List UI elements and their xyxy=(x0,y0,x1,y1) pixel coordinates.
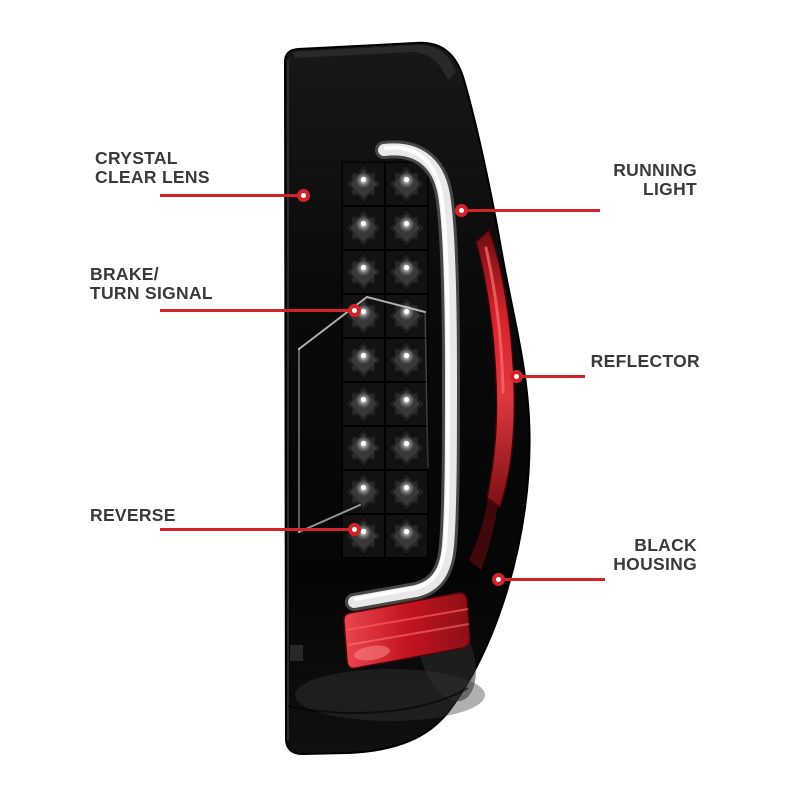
housing-top-highlight xyxy=(292,44,456,80)
callout-label-running-light: RUNNING LIGHT xyxy=(613,161,697,199)
callout-line xyxy=(160,309,350,312)
callout-dot xyxy=(297,189,310,202)
callout-dot xyxy=(492,573,505,586)
clear-lens-reflections xyxy=(298,295,429,533)
callout-line xyxy=(521,375,585,378)
callout-text: HOUSING xyxy=(613,554,697,574)
callout-text: REVERSE xyxy=(90,505,176,525)
callout-line xyxy=(503,578,605,581)
led-grid xyxy=(341,161,429,559)
callout-text: BRAKE/ xyxy=(90,264,159,284)
callout-dot xyxy=(348,523,361,536)
led-tube xyxy=(345,140,461,611)
side-reflector xyxy=(469,228,516,570)
callout-label-black-housing: BLACK HOUSING xyxy=(613,536,697,574)
callout-line xyxy=(160,194,300,197)
callout-label-reverse: REVERSE xyxy=(90,506,176,525)
callout-text: BLACK xyxy=(634,535,697,555)
callout-label-brake-turn-signal: BRAKE/ TURN SIGNAL xyxy=(90,265,213,303)
callout-text: TURN SIGNAL xyxy=(90,283,213,303)
housing-seam xyxy=(287,687,469,714)
callout-line xyxy=(466,209,600,212)
callout-dot xyxy=(455,204,468,217)
callout-text: REFLECTOR xyxy=(590,351,700,371)
callout-label-crystal-clear-lens: CRYSTAL CLEAR LENS xyxy=(95,149,210,187)
callout-text: RUNNING xyxy=(613,160,697,180)
housing-tab xyxy=(290,645,303,661)
callout-dot xyxy=(510,370,523,383)
callout-text: CLEAR LENS xyxy=(95,167,210,187)
bottom-reflector xyxy=(343,592,471,670)
callout-dot xyxy=(348,304,361,317)
callout-text: LIGHT xyxy=(643,179,697,199)
callout-line xyxy=(160,528,350,531)
callout-label-reflector: REFLECTOR xyxy=(591,352,700,371)
callout-text: CRYSTAL xyxy=(95,148,178,168)
